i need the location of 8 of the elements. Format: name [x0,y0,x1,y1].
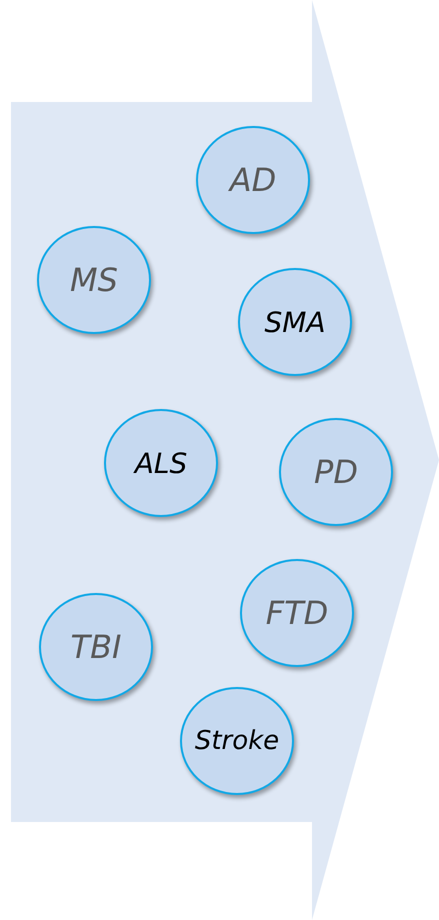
disease-label: ALS [134,446,188,480]
disease-label: FTD [266,594,328,632]
disease-label: MS [70,261,118,299]
disease-label: Stroke [194,726,280,756]
disease-label: TBI [70,628,122,666]
disease-label: AD [230,161,276,199]
disease-label: PD [314,453,358,491]
disease-label: SMA [264,306,326,338]
